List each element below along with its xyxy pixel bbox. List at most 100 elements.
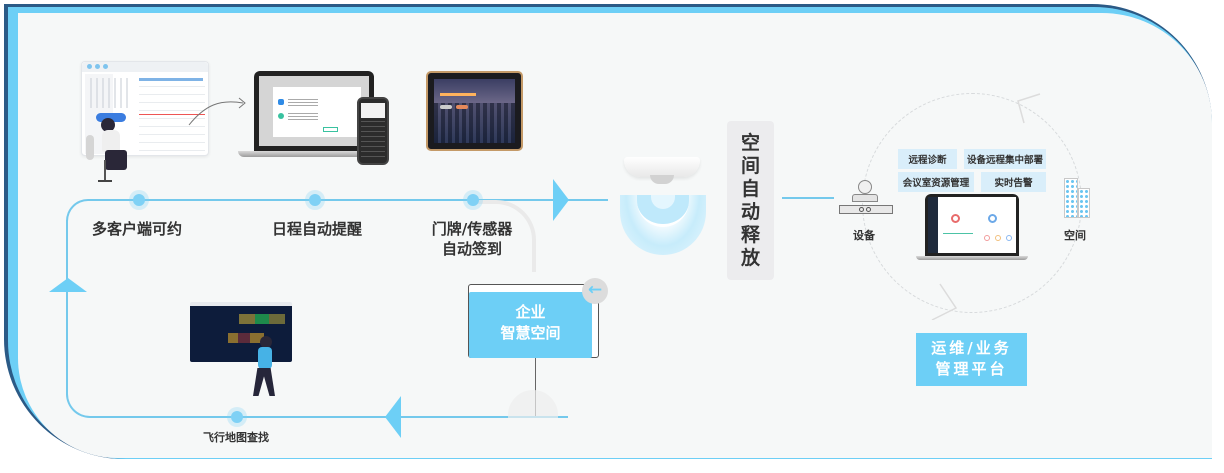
ops-platform-title-line1: 运维/业务 — [931, 339, 1012, 357]
ptz-camera-icon — [858, 180, 872, 194]
video-icon — [278, 99, 284, 105]
phone-illustration — [357, 97, 389, 165]
person-head — [260, 336, 272, 348]
city-skyline — [434, 103, 515, 143]
progress-bar — [943, 233, 973, 234]
door-tablet-screen — [434, 79, 515, 143]
laptop-reminder-illustration — [254, 71, 374, 151]
feature-tag-realtime-alert: 实时告警 — [981, 172, 1046, 192]
flow-corner-top-left — [66, 199, 90, 223]
dashboard-screen — [928, 197, 1016, 253]
door-tablet-illustration — [426, 71, 523, 151]
feature-tag-remote-deploy: 设备远程集中部署 — [964, 149, 1046, 169]
connector-arrow-icon — [188, 97, 246, 126]
sensor-wave-core — [651, 195, 675, 209]
enterprise-sign-panel: 企业 智慧空间 — [469, 292, 592, 358]
floor-map-screen-illustration — [190, 302, 292, 362]
map-room — [228, 333, 238, 343]
map-room — [238, 333, 250, 343]
flow-node-4 — [231, 411, 243, 423]
map-room-available — [255, 314, 269, 324]
window-titlebar — [82, 62, 208, 72]
step-label-multi-client: 多客户端可约 — [92, 220, 183, 238]
phone-list — [361, 121, 385, 157]
gauge-icon — [1006, 235, 1012, 241]
map-room-booked — [239, 314, 255, 324]
flow-arrow-right — [553, 179, 569, 221]
person-shirt — [258, 347, 272, 369]
donut-chart-icon — [951, 214, 960, 223]
auto-release-char: 放 — [740, 246, 760, 269]
map-room — [250, 333, 264, 343]
auto-release-label: 空 间 自 动 释 放 — [727, 121, 774, 280]
current-time-line — [139, 114, 205, 115]
auto-release-char: 释 — [740, 223, 760, 246]
tablet-title-text — [440, 93, 476, 96]
step-label-map-find: 飞行地图查找 — [203, 431, 269, 444]
dashboard-sidebar — [928, 197, 938, 253]
device-label: 设备 — [853, 229, 875, 242]
laptop-base — [238, 151, 378, 157]
gauge-icon — [984, 235, 990, 241]
ops-platform-title: 运维/业务 管理平台 — [916, 333, 1027, 386]
laptop-screen — [259, 76, 369, 146]
phone-notification — [361, 103, 385, 118]
reminder-text — [288, 113, 318, 121]
step-label-checkin-line2: 自动签到 — [441, 240, 502, 258]
gauge-icon — [995, 235, 1001, 241]
enterprise-sign-line2: 智慧空间 — [500, 324, 561, 342]
flow-line-top — [88, 199, 608, 201]
soundbar-lens — [866, 207, 871, 212]
calendar-schedule-lines — [139, 86, 205, 154]
soundbar-lens — [859, 207, 864, 212]
auto-release-char: 自 — [740, 177, 760, 200]
reminder-button — [323, 127, 338, 132]
person-shirt — [102, 130, 120, 152]
enterprise-sign-line1: 企业 — [515, 303, 546, 321]
person-head — [101, 118, 115, 132]
sign-post — [535, 358, 536, 416]
step-label-schedule-reminder: 日程自动提醒 — [272, 220, 363, 238]
space-label: 空间 — [1064, 229, 1086, 242]
sensor-lens — [650, 175, 674, 184]
feature-tag-room-management: 会议室资源管理 — [898, 172, 974, 192]
calendar-header-bar — [139, 78, 203, 81]
person-legs — [105, 150, 127, 170]
flow-line-left — [66, 220, 68, 395]
flow-node-2 — [309, 194, 321, 206]
auto-release-char: 空 — [740, 131, 760, 154]
stool-base — [98, 180, 112, 182]
tablet-button — [440, 105, 452, 109]
stool-leg — [104, 160, 106, 180]
auto-release-char: 动 — [740, 200, 760, 223]
chair-back — [86, 135, 94, 160]
building-icon — [1064, 178, 1078, 218]
blue-cushion — [96, 113, 126, 122]
dashboard-laptop-base — [916, 256, 1028, 260]
feature-tag-remote-diagnosis: 远程诊断 — [898, 149, 957, 169]
auto-release-char: 间 — [740, 154, 760, 177]
enterprise-sign: 企业 智慧空间 — [468, 284, 599, 358]
meeting-icon — [278, 113, 284, 119]
flow-line-bottom — [90, 416, 568, 418]
donut-chart-icon — [988, 214, 997, 223]
platform-connector-line — [782, 197, 834, 199]
reminder-dialog — [273, 87, 361, 137]
ops-platform-title-line2: 管理平台 — [935, 360, 1008, 378]
decorative-arc — [470, 200, 536, 272]
ceiling-sensor-icon — [624, 157, 700, 177]
arrow-left-icon: ← — [582, 278, 608, 304]
map-room-booked — [269, 314, 285, 324]
camera-base — [852, 194, 878, 202]
dashboard-laptop-illustration — [925, 194, 1019, 256]
tablet-button — [456, 105, 468, 109]
building-icon-annex — [1078, 188, 1090, 218]
flow-node-3 — [467, 194, 479, 206]
flow-arrow-up — [49, 278, 87, 292]
step-label-checkin-line1: 门牌/传感器 — [431, 220, 513, 238]
cycle-arrow-top-icon — [1017, 93, 1041, 124]
mini-calendar-grid — [90, 78, 130, 108]
flow-node-1 — [133, 194, 145, 206]
cycle-arrow-bottom-icon — [931, 283, 958, 320]
reminder-text — [288, 99, 318, 107]
